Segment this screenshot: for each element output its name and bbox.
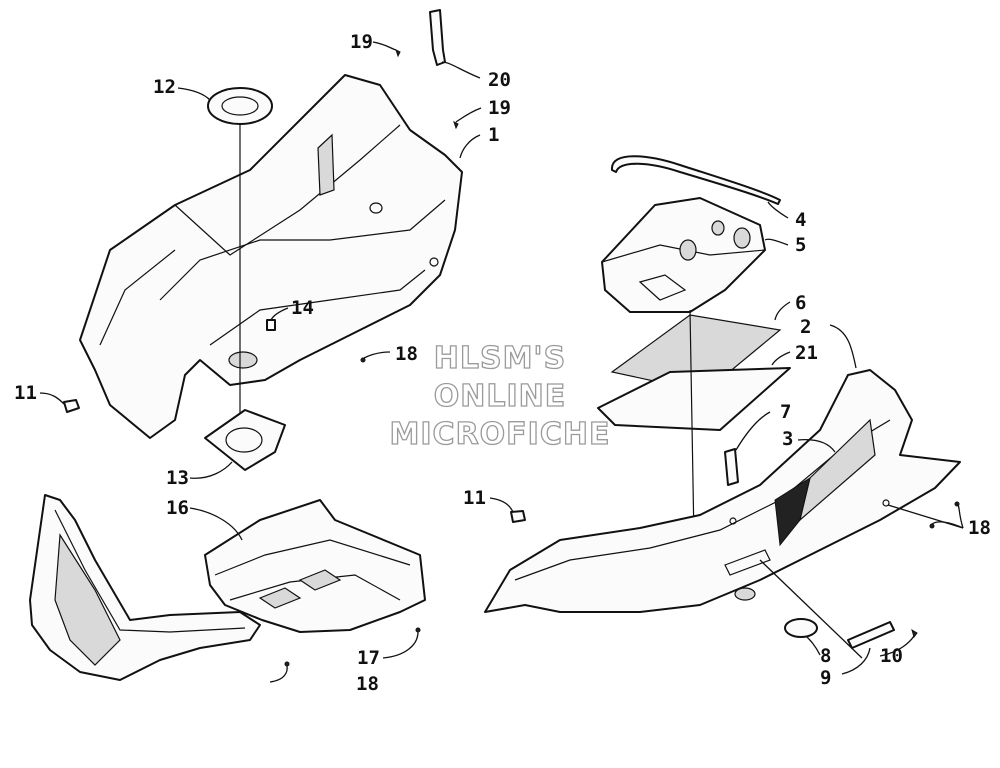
watermark-line-2: ONLINE bbox=[433, 378, 567, 414]
callout-18c: 18 bbox=[968, 517, 991, 539]
callout-7: 7 bbox=[780, 401, 791, 423]
watermark-line-1: HLSM'S bbox=[433, 340, 567, 376]
fasteners bbox=[63, 49, 526, 667]
latch-part bbox=[724, 448, 739, 486]
watermark-line-3: MICROFICHE bbox=[389, 416, 611, 452]
callout-6: 6 bbox=[795, 292, 806, 314]
callout-19b: 19 bbox=[488, 97, 511, 119]
callout-4: 4 bbox=[795, 209, 806, 231]
callout-labels: 19 20 19 1 12 14 18 11 13 16 17 18 4 5 6… bbox=[14, 31, 991, 695]
filler-ring-part bbox=[207, 87, 273, 420]
callout-13: 13 bbox=[166, 467, 189, 489]
filter-foam-part bbox=[597, 314, 791, 431]
intake-housing-part bbox=[601, 197, 766, 313]
callout-5: 5 bbox=[795, 234, 806, 256]
callout-17: 17 bbox=[357, 647, 380, 669]
callout-19a: 19 bbox=[350, 31, 373, 53]
callout-3: 3 bbox=[782, 428, 793, 450]
callout-21: 21 bbox=[795, 342, 818, 364]
callout-14: 14 bbox=[291, 297, 314, 319]
callout-9: 9 bbox=[820, 667, 831, 689]
watermark: HLSM'S ONLINE MICROFICHE bbox=[380, 340, 620, 454]
callout-11b: 11 bbox=[463, 487, 486, 509]
callout-2: 2 bbox=[800, 316, 811, 338]
callout-18b: 18 bbox=[356, 673, 379, 695]
callout-20: 20 bbox=[488, 69, 511, 91]
front-bumper-part bbox=[29, 494, 261, 681]
plate-part bbox=[847, 621, 918, 649]
callout-18a: 18 bbox=[395, 343, 418, 365]
leader-lines bbox=[39, 41, 964, 683]
skid-plate-part bbox=[204, 499, 426, 633]
filler-bracket-part bbox=[204, 409, 286, 471]
callout-11a: 11 bbox=[14, 382, 37, 404]
plug-part bbox=[784, 618, 818, 638]
callout-1: 1 bbox=[488, 124, 499, 146]
callout-8: 8 bbox=[820, 645, 831, 667]
strap-part bbox=[429, 9, 446, 66]
belt-part bbox=[610, 155, 781, 205]
callout-12: 12 bbox=[153, 76, 176, 98]
callout-10: 10 bbox=[880, 645, 903, 667]
belly-pan-part bbox=[484, 369, 961, 613]
belly-panel-front-part bbox=[79, 74, 463, 439]
callout-16: 16 bbox=[166, 497, 189, 519]
